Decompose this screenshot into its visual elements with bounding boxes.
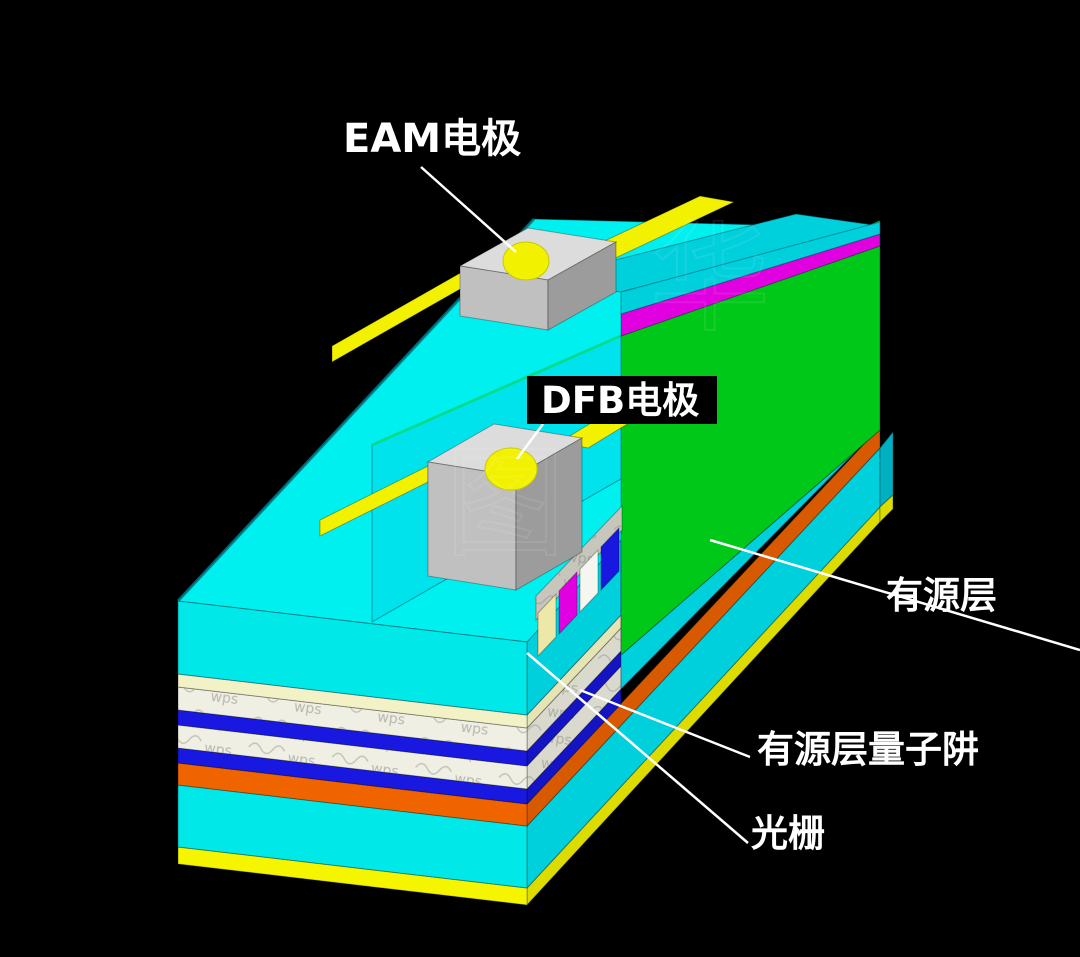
ridge-side-top-cyan	[620, 221, 881, 315]
qw-stripe-blue	[600, 526, 620, 592]
dfb-label-backdrop	[527, 376, 717, 424]
end-cap-cyan	[879, 430, 894, 509]
dfb-leader-line	[515, 423, 545, 460]
grating-layer2-side-texture	[527, 628, 621, 751]
dfb-electrode-label: DFB电极	[541, 379, 699, 422]
quantum-well-label: 有源层量子阱	[757, 728, 979, 771]
qw-stripe-white	[579, 548, 599, 614]
grating-layer2-front-texture	[178, 687, 527, 751]
active-layer-leader-line	[709, 538, 1080, 652]
eam-electrode-label: EAM电极	[343, 116, 521, 162]
watermark-glyph-1: 图	[445, 435, 565, 574]
qw-gray-band-texture	[536, 506, 622, 620]
qw-stripe-pale	[537, 592, 557, 658]
active-layer-label: 有源层	[886, 574, 997, 617]
qw-stripe-magenta	[558, 570, 578, 636]
eam-leader-line	[420, 166, 517, 253]
grating-leader-line	[526, 652, 749, 844]
end-cap-yellow	[879, 493, 894, 524]
dfb-contact-circle	[484, 447, 538, 491]
upper-cyan-front	[177, 600, 528, 716]
watermark-glyph-2: 华	[650, 210, 770, 349]
grating-layer1-front-texture	[178, 725, 527, 789]
quantum-well-leader-line	[579, 688, 751, 759]
eam-pad-side	[547, 241, 617, 331]
grating-label: 光栅	[751, 812, 825, 855]
